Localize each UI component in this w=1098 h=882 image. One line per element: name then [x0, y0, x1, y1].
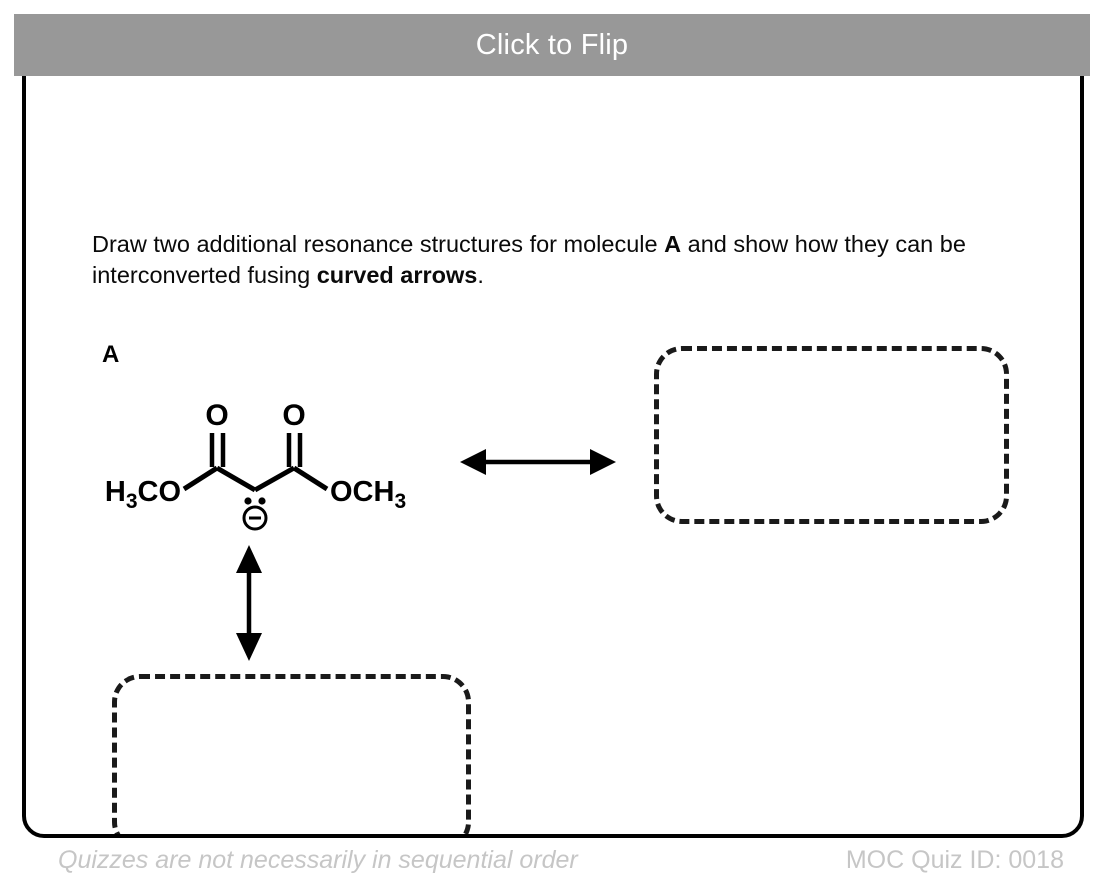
question-text-segment-2: and show how they can be interconverted …: [92, 231, 966, 288]
bond-left-ester-oxygen-to-carbonyl: [182, 465, 219, 492]
arrowhead-right: [590, 449, 616, 475]
answer-box-bottom[interactable]: [112, 674, 471, 834]
right-group-och: OCH: [330, 476, 394, 508]
right-group-subscript: 3: [394, 490, 406, 513]
quiz-footer: Quizzes are not necessarily in sequentia…: [0, 843, 1098, 882]
atom-label-oxygen-left: O: [205, 399, 228, 432]
atom-group-label-right-methoxy: OCH3: [330, 476, 406, 513]
footer-note: Quizzes are not necessarily in sequentia…: [58, 846, 578, 874]
left-group-co: CO: [138, 476, 182, 508]
arrowhead-down: [236, 633, 262, 661]
atom-label-oxygen-right: O: [282, 399, 305, 432]
question-text-segment-3: .: [477, 262, 484, 288]
lone-pair-dot-right: [258, 497, 266, 505]
bond-left-carbonyl-to-central-carbon: [215, 465, 257, 493]
click-to-flip-header[interactable]: Click to Flip: [14, 14, 1090, 76]
question-prompt: Draw two additional resonance structures…: [92, 229, 1027, 291]
footer-quiz-id: MOC Quiz ID: 0018: [845, 846, 1064, 874]
molecule-structure-dimethyl-malonate-anion: O O H3CO OCH3: [106, 399, 406, 531]
left-group-h: H: [106, 476, 126, 508]
resonance-arrow-vertical: [236, 545, 262, 661]
answer-box-right[interactable]: [654, 346, 1009, 524]
bond-right-carbonyl-to-ester-oxygen: [292, 465, 329, 492]
molecule-label-a: A: [102, 341, 120, 368]
lone-pair-dot-left: [244, 497, 252, 505]
click-to-flip-label: Click to Flip: [475, 28, 629, 61]
left-group-subscript: 3: [126, 490, 138, 513]
atom-group-label-left-methoxy: H3CO: [106, 476, 181, 513]
arrowhead-left: [460, 449, 486, 475]
question-emphasis-curved-arrows: curved arrows: [316, 262, 478, 288]
negative-charge-circle: [242, 505, 268, 531]
arrowhead-up: [236, 545, 262, 573]
question-emphasis-molecule-a: A: [664, 231, 682, 257]
quiz-flashcard[interactable]: Draw two additional resonance structures…: [22, 25, 1084, 838]
resonance-arrow-horizontal: [460, 449, 616, 475]
bond-central-carbon-to-right-carbonyl: [253, 465, 296, 493]
question-text-segment-1: Draw two additional resonance structures…: [92, 231, 665, 257]
